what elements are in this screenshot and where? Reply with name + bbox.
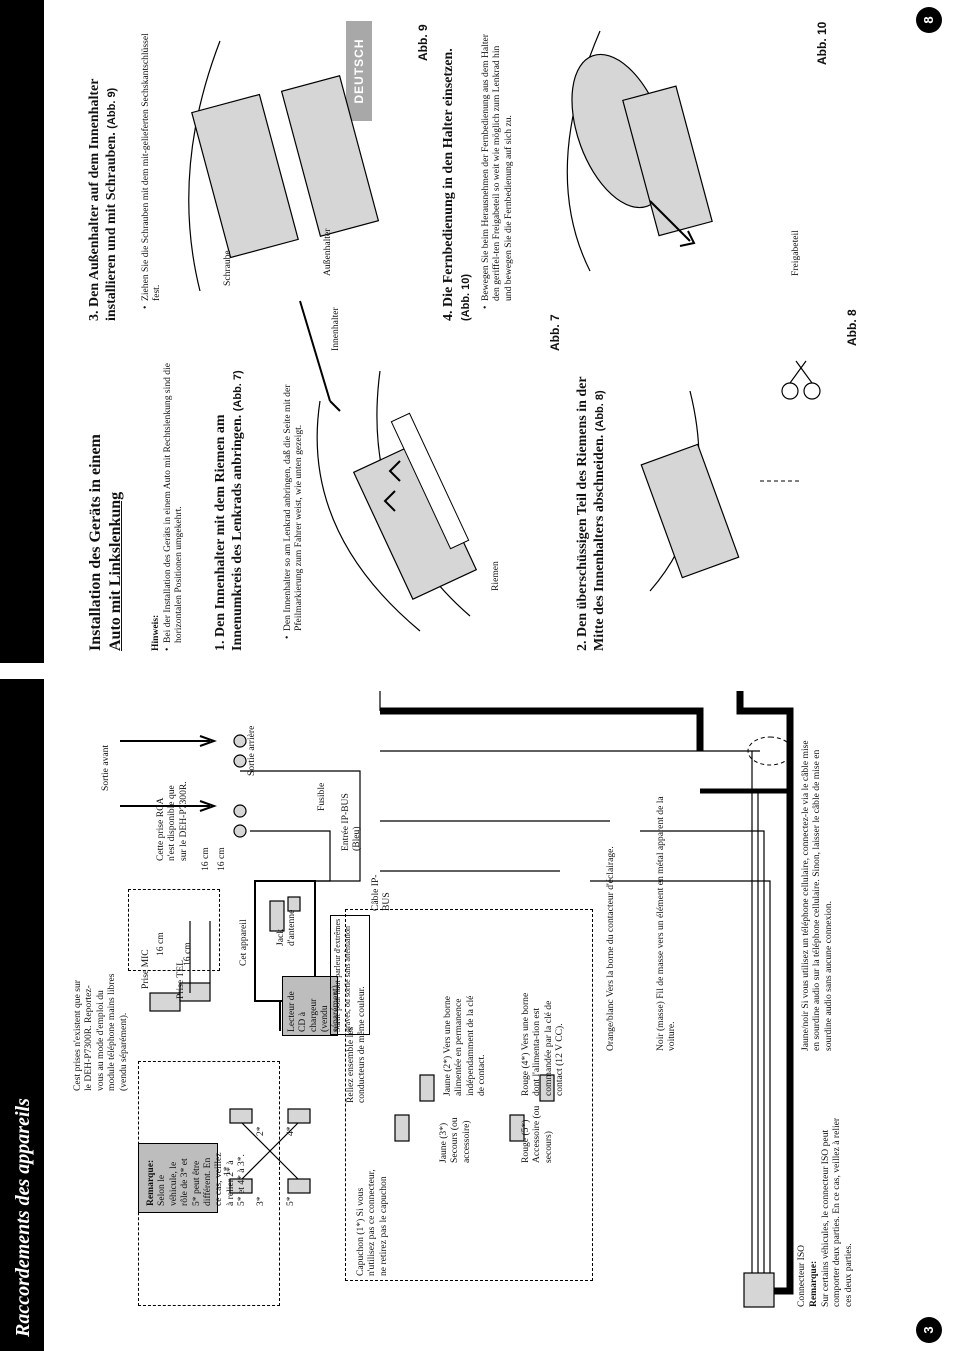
wire-4 (590, 880, 771, 1273)
harness-to-unit (380, 707, 704, 751)
abb10-label: Abb. 10 (815, 21, 829, 65)
freigabeteil-label: Freigabeteil (790, 230, 801, 276)
wire-3 (640, 830, 765, 1273)
thick-harness (736, 691, 794, 1295)
